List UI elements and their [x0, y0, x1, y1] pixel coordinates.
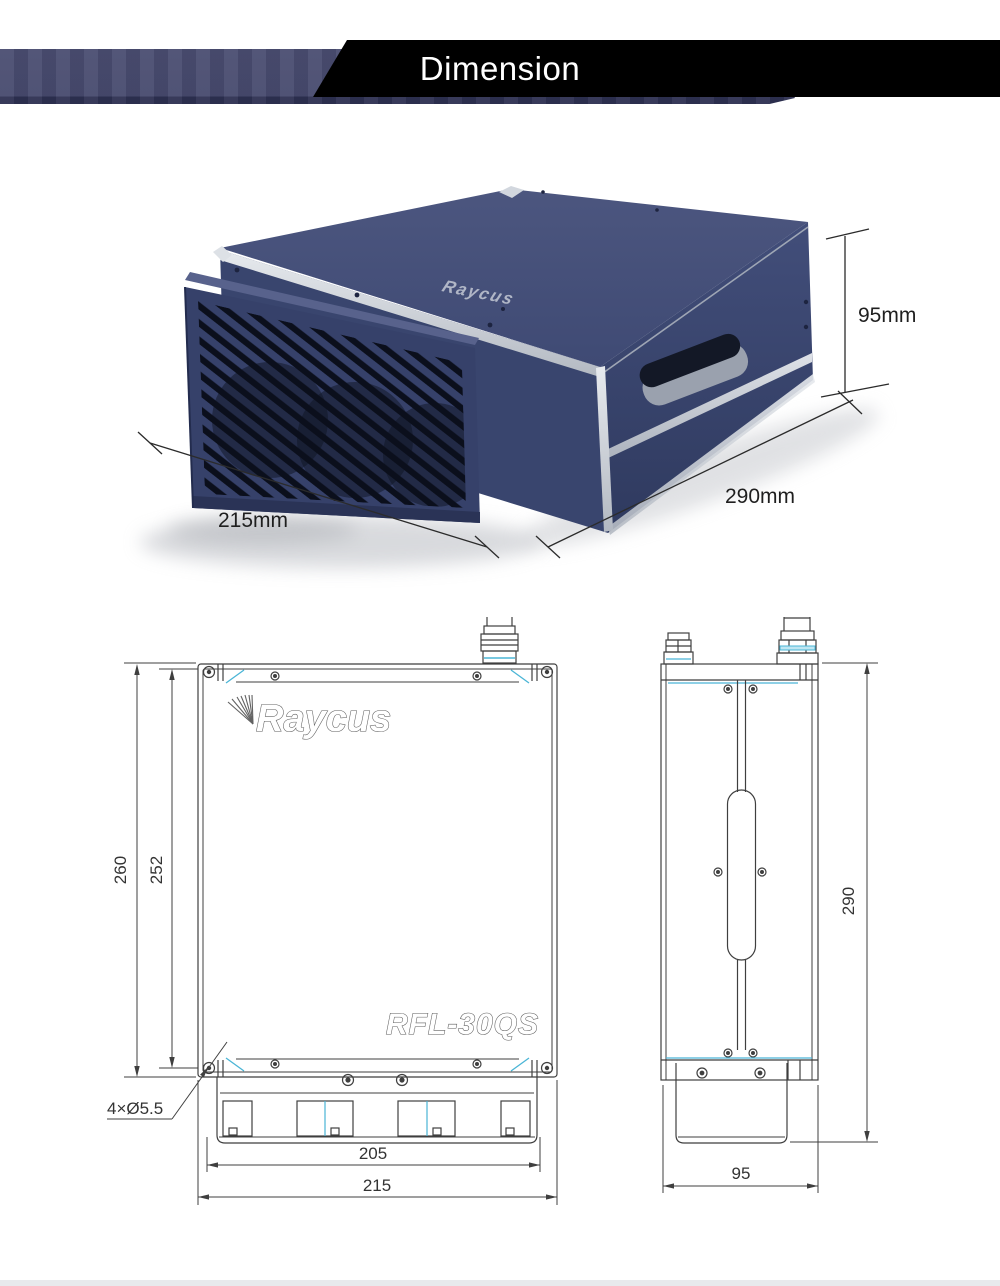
handle-recess: [639, 333, 749, 406]
height-dimension-label: 95mm: [858, 304, 916, 327]
side-rail-silver: [606, 353, 812, 459]
photo-dimension-lines: [137, 228, 890, 559]
overall-width-dim: 215: [363, 1176, 391, 1195]
lid-rail-front: [220, 250, 600, 377]
duct-left-edge: [184, 286, 194, 509]
side-width-dim: 95: [732, 1164, 751, 1183]
front-view-dimensions: [107, 662, 558, 1205]
duct-top-sliver: [185, 272, 479, 345]
raycus-fan-icon: [227, 694, 254, 725]
side-view-arrows: [663, 663, 870, 1189]
handle-slot-outline: [726, 789, 757, 961]
front-view-brand-text: Raycus: [256, 698, 391, 740]
lid-corner-cap-back: [499, 186, 524, 198]
duct-bottom-edge: [193, 496, 480, 523]
front-view-connector: [480, 617, 519, 664]
lid-seam-right: [602, 226, 809, 374]
screw-dots: [234, 190, 809, 330]
banner-black-ribbon: [313, 40, 1000, 97]
side-view: [660, 617, 878, 1193]
chamfer-accents: [225, 669, 530, 1072]
side-view-connectors: [663, 617, 819, 665]
hole-callout-dim: 4×Ø5.5: [107, 1099, 163, 1118]
front-view-bracket: [216, 1073, 538, 1144]
laser-source-box: Raycus: [184, 186, 815, 535]
overall-height-dim: 260: [111, 856, 130, 884]
side-view-dimensions: [662, 662, 878, 1193]
model-number-text: RFL-30QS: [386, 1008, 539, 1041]
front-view-logo: Raycus: [227, 694, 392, 741]
lid-corner-cap-left: [213, 246, 232, 262]
depth-dimension-label: 290mm: [725, 485, 795, 508]
bottom-rail-silver: [608, 374, 815, 535]
box-top-face: [220, 189, 808, 367]
fan-duct: [184, 272, 480, 523]
front-edge-cap: [596, 366, 613, 532]
fan-vents: [198, 301, 466, 508]
front-view-arrows: [134, 664, 557, 1200]
panel-height-dim: 252: [147, 856, 166, 884]
front-view: Raycus RFL-30QS: [107, 617, 558, 1205]
feet-width-dim: 205: [359, 1144, 387, 1163]
depth-dim: 290: [839, 887, 858, 915]
side-view-bracket: [675, 1063, 788, 1144]
product-illustration: Raycus 95mm 290mm 215mm: [137, 186, 916, 568]
next-section-edge: [0, 1280, 1000, 1286]
page-title: Dimension: [419, 50, 581, 87]
width-dimension-label: 215mm: [218, 509, 288, 532]
engineering-drawings: Raycus RFL-30QS: [107, 617, 878, 1205]
